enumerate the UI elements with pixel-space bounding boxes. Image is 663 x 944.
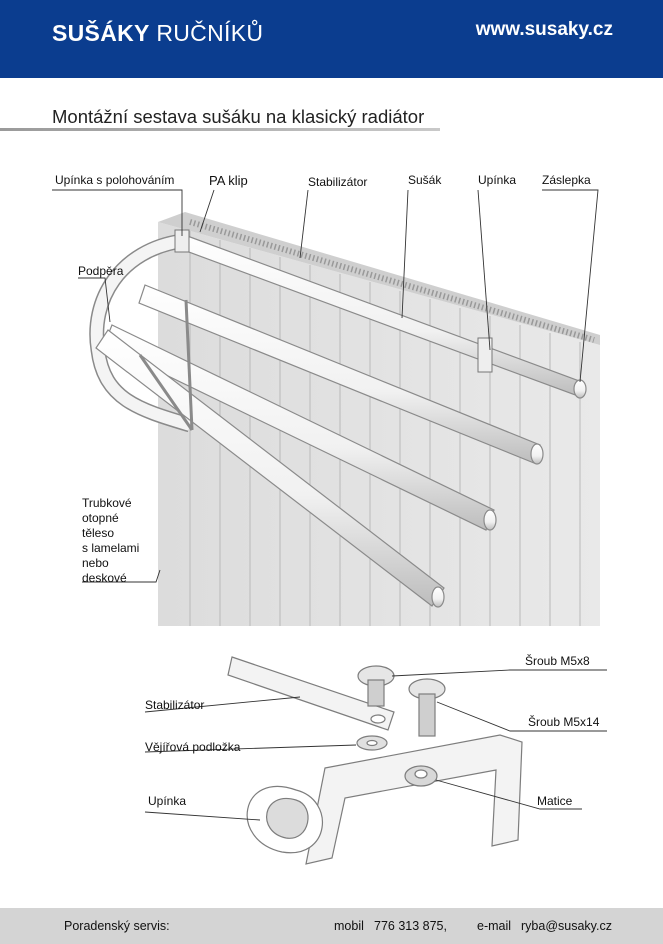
leader-lines-top <box>52 189 599 583</box>
footer-email-label: e-mail <box>477 919 512 933</box>
label-screw-m5x8: Šroub M5x8 <box>525 654 590 668</box>
label-radiator-line6: deskové <box>82 571 127 585</box>
footer-mobile-label: mobil <box>334 919 364 933</box>
support-strut <box>138 299 194 431</box>
label-radiator: Trubkové otopné těleso s lamelami nebo d… <box>82 496 162 586</box>
leader-lines-bottom <box>144 669 607 821</box>
label-radiator-line2: otopné <box>82 511 119 525</box>
label-radiator-line4: s lamelami <box>82 541 140 555</box>
label-clamp-positioning: Upínka s polohováním <box>55 173 175 187</box>
footer-bar <box>0 908 663 944</box>
label-radiator-line3: těleso <box>82 526 115 540</box>
title-underline <box>0 128 440 131</box>
label-clamp-bottom: Upínka <box>148 794 187 808</box>
website-link[interactable]: www.susaky.cz <box>475 19 613 40</box>
label-radiator-line1: Trubkové <box>82 496 132 510</box>
footer-service-label: Poradenský servis: <box>64 919 170 933</box>
label-support: Podpěra <box>78 264 124 278</box>
label-end-cap: Záslepka <box>542 173 591 187</box>
header-bar: SUŠÁKY RUČNÍKŮ www.susaky.cz <box>0 0 663 78</box>
label-nut: Matice <box>537 794 573 808</box>
brand-bold: SUŠÁKY <box>52 20 150 46</box>
label-stabilizer-top: Stabilizátor <box>308 175 368 189</box>
label-stabilizer-bottom: Stabilizátor <box>145 698 205 712</box>
label-washer: Vějířová podložka <box>145 740 241 754</box>
exploded-parts <box>227 656 523 865</box>
page-title: Montážní sestava sušáku na klasický radi… <box>52 106 425 127</box>
label-radiator-line5: nebo <box>82 556 109 570</box>
brand-thin: RUČNÍKŮ <box>156 20 264 46</box>
label-pa-clip: PA klip <box>209 173 248 188</box>
label-clamp-top: Upínka <box>478 173 517 187</box>
clamp-part <box>477 337 493 373</box>
label-screw-m5x14: Šroub M5x14 <box>528 715 600 729</box>
footer-mobile-number[interactable]: 776 313 875, <box>374 919 447 933</box>
brand-logo[interactable]: SUŠÁKY RUČNÍKŮ <box>52 20 263 47</box>
footer-email-address[interactable]: ryba@susaky.cz <box>521 919 612 933</box>
label-dryer: Sušák <box>408 173 442 187</box>
